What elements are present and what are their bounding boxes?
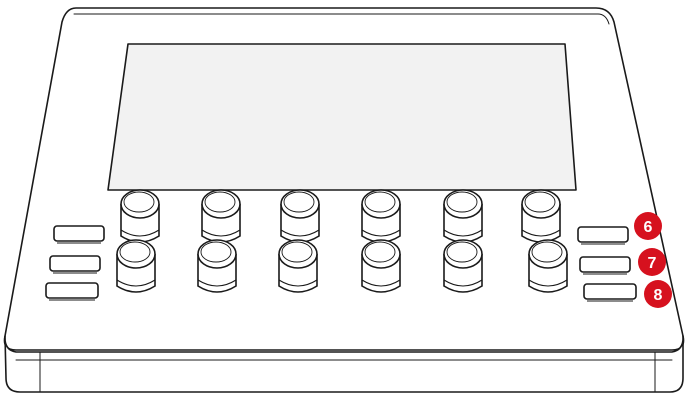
left-button-2[interactable]	[49, 255, 101, 274]
left-button-1[interactable]	[53, 225, 105, 244]
button-group	[45, 225, 637, 302]
knob[interactable]	[361, 239, 401, 293]
callout-group: 6 7 8	[634, 212, 672, 308]
left-button-3[interactable]	[45, 282, 99, 301]
knob-grid	[116, 189, 568, 293]
knob[interactable]	[528, 239, 568, 293]
right-button-2[interactable]	[579, 256, 631, 275]
knob[interactable]	[197, 239, 237, 293]
knob[interactable]	[278, 239, 318, 293]
knob[interactable]	[280, 189, 320, 243]
knob[interactable]	[521, 189, 561, 243]
callout-number: 8	[654, 287, 663, 304]
device-front-edge	[4, 335, 684, 393]
callout-badge: 8	[644, 280, 672, 308]
callout-badge: 7	[638, 248, 666, 276]
knob[interactable]	[443, 189, 483, 243]
callout-number: 7	[648, 255, 657, 272]
knob[interactable]	[120, 189, 160, 243]
right-button-1[interactable]	[577, 226, 629, 245]
callout-number: 6	[644, 219, 653, 236]
display-screen	[107, 43, 577, 191]
callout-badge: 6	[634, 212, 662, 240]
right-button-3[interactable]	[583, 283, 637, 302]
knob[interactable]	[116, 239, 156, 293]
knob[interactable]	[201, 189, 241, 243]
knob[interactable]	[361, 189, 401, 243]
device-top-lip	[73, 13, 610, 25]
knob[interactable]	[443, 239, 483, 293]
